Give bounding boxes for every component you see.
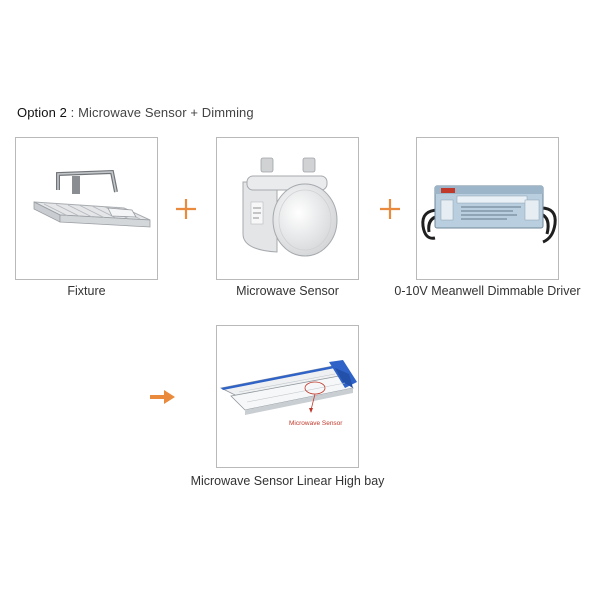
- arrow-right-icon: [150, 390, 175, 404]
- microwave-sensor-icon: [242, 157, 338, 257]
- heading-separator: :: [66, 105, 79, 120]
- page-heading: Option 2 : Microwave Sensor + Dimming: [17, 105, 254, 120]
- linear-high-bay-icon: Microwave Sensor: [219, 360, 357, 427]
- fixture-caption: Fixture: [67, 284, 106, 298]
- fixture-card: [15, 137, 158, 280]
- led-driver-icon: [421, 185, 557, 244]
- plus-icon: [176, 199, 196, 219]
- fixture-icon: [33, 169, 151, 228]
- linear-high-bay-card: Microwave Sensor: [216, 325, 359, 468]
- led-driver-caption: 0-10V Meanwell Dimmable Driver: [394, 284, 581, 298]
- microwave-sensor-card: [216, 137, 359, 280]
- plus-icon: [380, 199, 400, 219]
- heading-title: Microwave Sensor + Dimming: [78, 105, 254, 120]
- microwave-sensor-caption: Microwave Sensor: [236, 284, 339, 298]
- linear-high-bay-caption: Microwave Sensor Linear High bay: [190, 474, 385, 488]
- sensor-callout-label: Microwave Sensor: [289, 420, 343, 427]
- led-driver-card: [416, 137, 559, 280]
- option-label: Option 2: [17, 105, 67, 120]
